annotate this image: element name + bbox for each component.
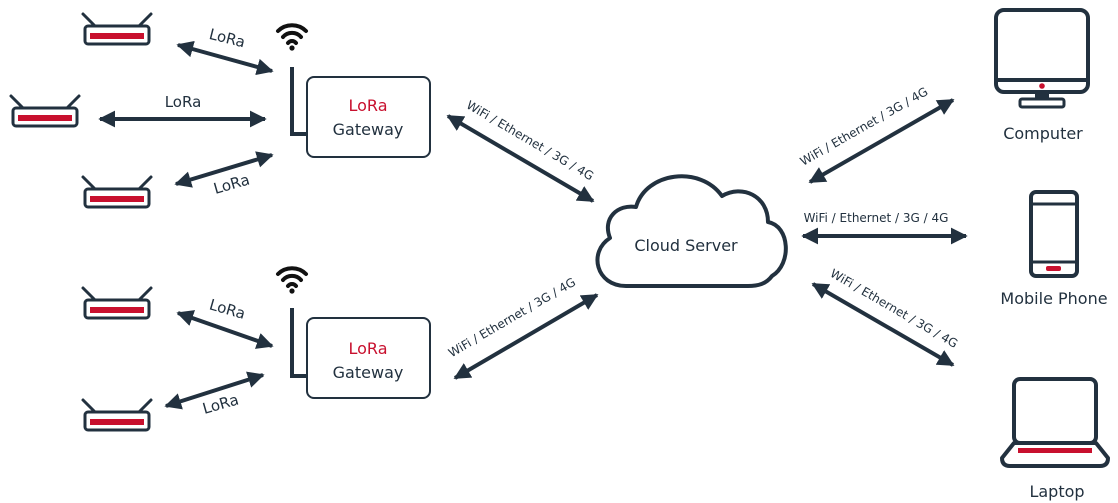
router-icon [81, 12, 153, 46]
lora-link-label: LoRa [207, 25, 247, 51]
cloud-icon [595, 174, 788, 288]
uplink-label: WiFi / Ethernet / 3G / 4G [464, 98, 596, 183]
lora-link-arrow [164, 371, 265, 410]
cloud-server-label: Cloud Server [634, 236, 738, 255]
antenna-icon [290, 67, 307, 136]
gateway-label: Gateway [333, 120, 404, 139]
router-icon [9, 94, 81, 128]
uplink-arrow [808, 98, 955, 184]
uplink-arrow [446, 114, 595, 203]
lora-link-label: LoRa [207, 296, 247, 323]
router-icon [81, 286, 153, 320]
gateway-box [306, 317, 431, 399]
lora-link-label: LoRa [165, 93, 202, 111]
lora-link-label: LoRa [212, 171, 252, 198]
laptop-icon [1000, 377, 1110, 468]
router-icon [81, 398, 153, 432]
antenna-icon [290, 308, 307, 378]
computer-icon [994, 8, 1090, 109]
lora-link-arrow [176, 310, 274, 349]
computer-label: Computer [1003, 124, 1083, 143]
wifi-icon [276, 23, 308, 53]
gateway-protocol: LoRa [349, 96, 388, 115]
mobile-phone-icon [1029, 190, 1079, 278]
uplink-arrow [811, 282, 955, 367]
laptop-label: Laptop [1029, 482, 1084, 501]
gateway-label: Gateway [333, 363, 404, 382]
uplink-label: WiFi / Ethernet / 3G / 4G [828, 266, 960, 351]
uplink-label: WiFi / Ethernet / 3G / 4G [804, 211, 949, 225]
mobile-phone-label: Mobile Phone [1000, 289, 1107, 308]
lora-link-arrow [176, 40, 274, 76]
gateway-box [306, 76, 431, 158]
lora-link-arrow [174, 151, 274, 188]
uplink-arrow [453, 293, 599, 380]
gateway-protocol: LoRa [349, 339, 388, 358]
router-icon [81, 175, 153, 209]
wifi-icon [276, 266, 308, 296]
